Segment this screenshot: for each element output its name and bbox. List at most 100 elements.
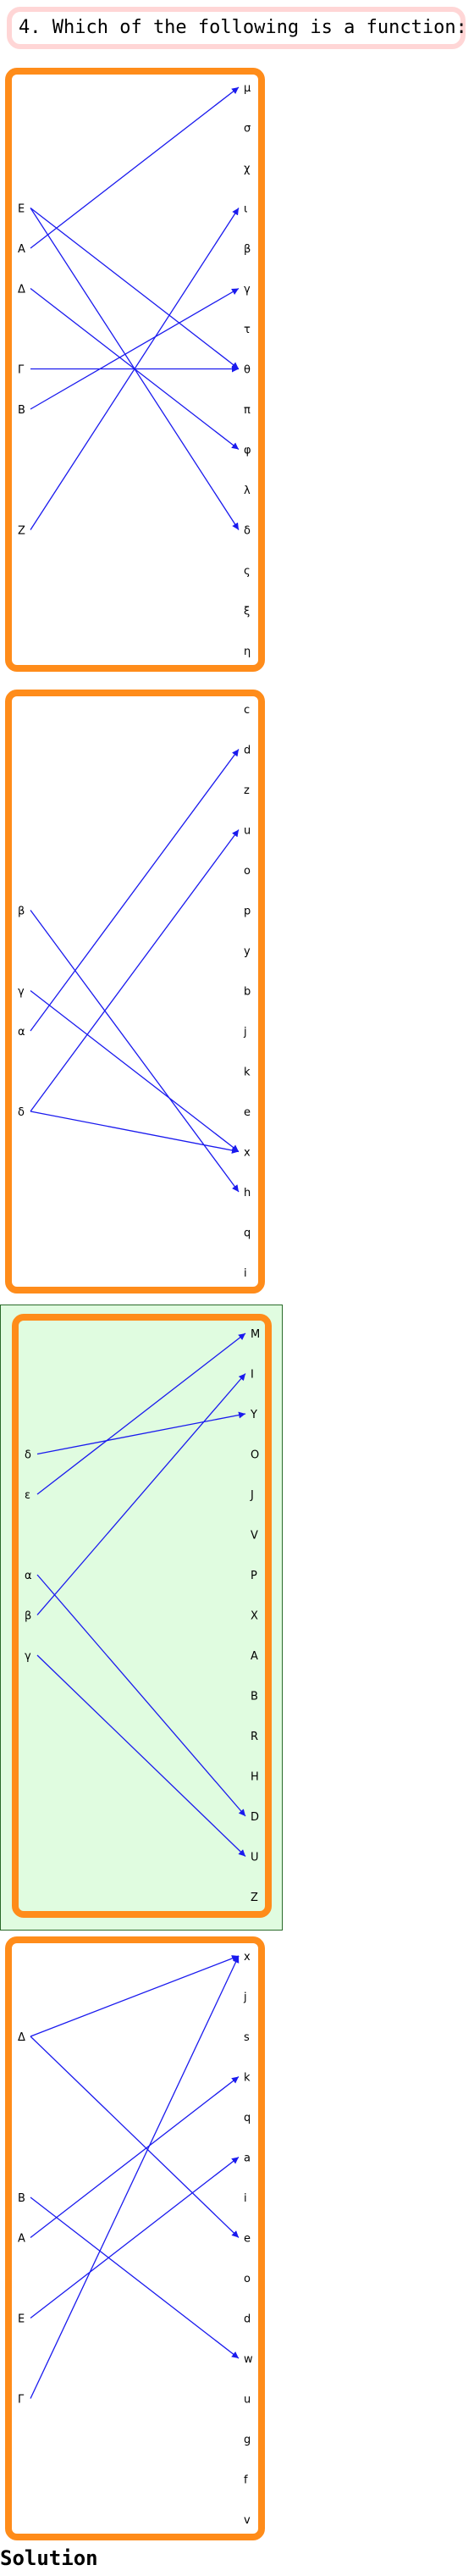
domain-label: E: [18, 203, 25, 216]
domain-label: β: [18, 906, 25, 918]
mapping-arrow: [36, 1373, 246, 1615]
codomain-label: θ: [244, 364, 251, 377]
codomain-label: φ: [244, 445, 251, 457]
codomain-label: u: [244, 825, 251, 838]
codomain-label: c: [244, 704, 250, 717]
codomain-label: j: [243, 1992, 247, 2004]
codomain-label: R: [251, 1731, 258, 1743]
codomain-label: w: [244, 2353, 253, 2366]
codomain-label: y: [244, 945, 251, 958]
codomain-label: p: [244, 906, 251, 918]
codomain-label: U: [251, 1852, 259, 1864]
codomain-label: x: [244, 1951, 251, 1964]
codomain-label: d: [244, 2313, 251, 2326]
codomain-label: d: [244, 745, 251, 757]
domain-label: A: [18, 243, 25, 256]
domain-label: γ: [18, 986, 25, 999]
codomain-label: i: [244, 1267, 247, 1280]
domain-label: γ: [25, 1650, 31, 1663]
codomain-label: σ: [244, 123, 251, 136]
codomain-label: O: [251, 1449, 259, 1462]
mapping-arrow: [30, 829, 240, 1112]
codomain-label: e: [244, 2233, 251, 2246]
mapping-arrow: [30, 86, 240, 249]
option-panel-3[interactable]: [12, 1314, 272, 1918]
mapping-arrow: [30, 1955, 240, 2037]
domain-label: ε: [25, 1489, 30, 1502]
codomain-label: η: [244, 645, 251, 658]
correct-answer-highlight: [0, 1305, 283, 1931]
codomain-label: δ: [244, 525, 251, 538]
codomain-label: j: [243, 1026, 247, 1039]
codomain-label: o: [244, 2273, 251, 2285]
codomain-label: q: [244, 2112, 251, 2125]
codomain-label: ι: [244, 203, 247, 216]
codomain-label: I: [251, 1369, 254, 1382]
codomain-label: q: [244, 1227, 251, 1240]
domain-label: A: [18, 2233, 25, 2246]
codomain-label: B: [251, 1691, 258, 1703]
codomain-label: z: [244, 784, 250, 797]
domain-label: B: [18, 2192, 25, 2205]
codomain-label: Z: [251, 1892, 258, 1904]
mapping-arrow: [30, 208, 240, 530]
codomain-label: X: [251, 1610, 258, 1623]
question-box: 4. Which of the following is a function:: [7, 7, 467, 49]
option-panel-4[interactable]: [5, 1936, 265, 2540]
mapping-arrow: [30, 2075, 240, 2239]
domain-label: Γ: [18, 364, 25, 377]
mapping-arrow: [30, 1111, 240, 1154]
mapping-arrow: [30, 1955, 240, 2399]
codomain-label: μ: [244, 82, 251, 95]
codomain-label: f: [244, 2474, 248, 2487]
mapping-arrow: [36, 1654, 246, 1857]
mapping-arrow: [36, 1411, 246, 1455]
mapping-arrow: [30, 287, 240, 410]
codomain-label: g: [244, 2434, 251, 2446]
option-panel-2[interactable]: [5, 690, 265, 1294]
codomain-label: M: [251, 1328, 260, 1341]
domain-label: Z: [18, 525, 25, 538]
codomain-label: H: [251, 1771, 259, 1784]
mapping-arrow: [36, 1332, 246, 1495]
codomain-label: Y: [250, 1409, 257, 1421]
mapping-arrow: [30, 989, 240, 1153]
domain-label: β: [25, 1610, 31, 1623]
codomain-label: k: [244, 1066, 251, 1079]
codomain-label: J: [250, 1489, 254, 1502]
codomain-label: x: [244, 1147, 251, 1160]
question-text: 4. Which of the following is a function:: [19, 17, 467, 38]
codomain-label: V: [251, 1530, 258, 1543]
codomain-label: k: [244, 2072, 251, 2085]
domain-label: Γ: [18, 2394, 25, 2407]
mapping-arrow: [30, 2156, 240, 2319]
codomain-label: v: [244, 2514, 251, 2527]
domain-label: δ: [25, 1449, 31, 1462]
domain-label: α: [18, 1026, 25, 1039]
mapping-arrow: [30, 207, 240, 370]
domain-label: Δ: [18, 284, 25, 296]
codomain-label: s: [244, 2031, 250, 2044]
codomain-label: λ: [244, 485, 251, 497]
codomain-label: e: [244, 1106, 251, 1119]
codomain-label: b: [244, 986, 251, 999]
codomain-label: ξ: [244, 606, 250, 618]
option-panel-1[interactable]: [5, 68, 265, 672]
codomain-label: χ: [244, 163, 251, 175]
mapping-arrow: [36, 1574, 246, 1817]
codomain-label: h: [244, 1187, 251, 1199]
codomain-label: A: [251, 1650, 258, 1663]
codomain-label: a: [244, 2152, 251, 2165]
solution-label: Solution: [0, 2546, 98, 2570]
codomain-label: i: [244, 2192, 247, 2205]
mapping-arrow: [30, 749, 240, 1032]
mapping-arrow: [30, 2197, 240, 2359]
mapping-arrow: [30, 910, 240, 1193]
codomain-label: P: [251, 1570, 257, 1582]
codomain-label: π: [244, 404, 251, 417]
codomain-label: β: [244, 243, 251, 256]
codomain-label: τ: [244, 324, 251, 336]
codomain-label: D: [251, 1811, 259, 1824]
domain-label: δ: [18, 1106, 25, 1119]
domain-label: E: [18, 2313, 25, 2326]
